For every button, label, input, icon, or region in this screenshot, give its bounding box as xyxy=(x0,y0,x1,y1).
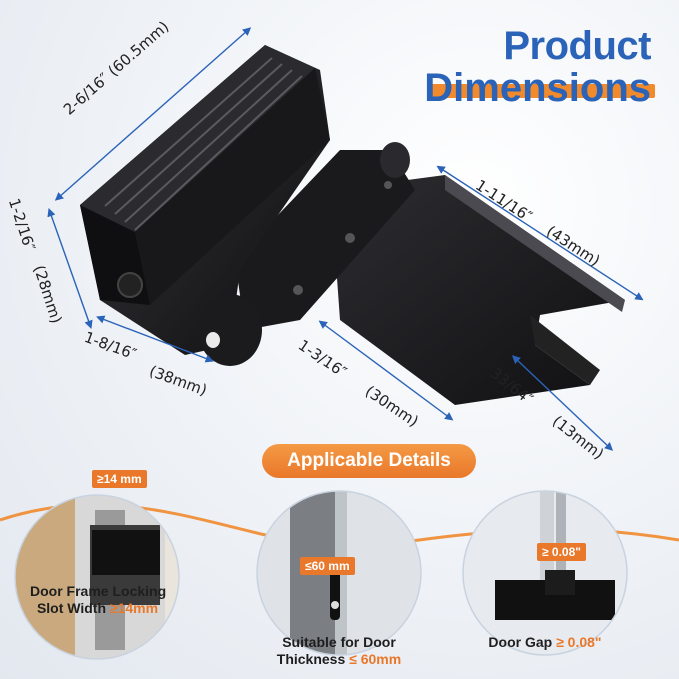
page-title: Product Dimensions xyxy=(424,24,655,110)
door-thickness-caption: Suitable for Door Thickness ≤ 60mm xyxy=(264,634,414,668)
thickness-caption-line-1: Suitable for Door xyxy=(282,634,396,650)
detail-circle-slot xyxy=(15,495,179,659)
title-line-2: Dimensions xyxy=(424,66,651,110)
thickness-caption-value: ≤ 60mm xyxy=(349,651,402,667)
door-gap-caption: Door Gap ≥ 0.08" xyxy=(475,634,615,651)
door-thickness-tag: ≤60 mm xyxy=(300,557,355,575)
title-line-1: Product xyxy=(503,24,651,68)
dimension-lines xyxy=(47,27,644,451)
thickness-caption-line-2: Thickness ≤ 60mm xyxy=(264,651,414,668)
door-gap-tag: ≥ 0.08" xyxy=(537,543,586,561)
slot-caption-line-2: Slot Width ≥14mm xyxy=(30,600,165,617)
applicable-details-heading: Applicable Details xyxy=(262,444,476,478)
slot-caption-value: ≥14mm xyxy=(109,600,159,616)
detail-circle-gap xyxy=(463,491,627,655)
slot-width-tag: ≥14 mm xyxy=(92,470,147,488)
thickness-caption-prefix: Thickness xyxy=(276,651,350,667)
gap-caption-value: ≥ 0.08" xyxy=(556,634,602,650)
slot-caption-line-1: Door Frame Locking xyxy=(30,583,167,599)
slot-width-caption: Door Frame Locking Slot Width ≥14mm xyxy=(30,583,167,617)
slot-caption-prefix: Slot Width xyxy=(36,600,110,616)
gap-caption-prefix: Door Gap xyxy=(488,634,557,650)
title-underline xyxy=(429,84,655,98)
